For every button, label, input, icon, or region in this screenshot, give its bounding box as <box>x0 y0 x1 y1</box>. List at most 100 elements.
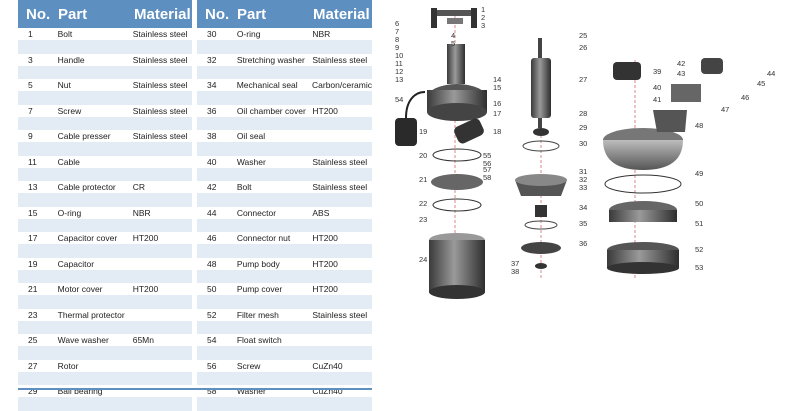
row-band <box>18 116 192 130</box>
capacitor-part <box>454 118 484 144</box>
callout-17: 17 <box>493 109 501 118</box>
callout-19: 19 <box>419 127 427 136</box>
part-material: Stainless steel <box>312 182 368 192</box>
part-number: 44 <box>207 207 217 218</box>
callout-40: 40 <box>653 83 661 92</box>
callout-6: 6 <box>395 19 399 28</box>
callout-22: 22 <box>419 199 427 208</box>
callout-31: 31 <box>579 167 587 176</box>
callout-10: 10 <box>395 51 403 60</box>
part-name: Handle <box>57 54 85 65</box>
part-name: Cable protector <box>57 182 116 192</box>
table-header: No. Part Material <box>18 0 192 28</box>
row-band <box>18 142 192 156</box>
callout-5: 5 <box>451 39 455 48</box>
callout-54: 54 <box>395 95 403 104</box>
row-band <box>197 167 372 181</box>
part-number: 19 <box>28 258 38 269</box>
part-number: 48 <box>207 258 217 269</box>
callout-52: 52 <box>695 245 703 254</box>
row-band <box>18 269 192 283</box>
callout-41: 41 <box>653 95 661 104</box>
header-no: No. <box>26 5 51 23</box>
row-band <box>18 397 192 411</box>
callout-16: 16 <box>493 99 501 108</box>
part-material: NBR <box>312 29 331 39</box>
washer-part <box>535 263 547 269</box>
part-name: Mechanical seal <box>236 80 298 90</box>
part-number: 40 <box>207 156 217 167</box>
callout-25: 25 <box>579 31 587 40</box>
row-band <box>18 244 192 258</box>
callout-56: 56 <box>483 159 491 168</box>
oil-chamber-cover-part <box>515 174 567 196</box>
part-number: 52 <box>207 309 217 320</box>
connector-nut-part <box>671 84 701 102</box>
row-band <box>18 320 192 334</box>
part-name: Motor cover <box>57 284 103 294</box>
row-band <box>18 65 192 79</box>
part-material: Stainless steel <box>132 80 188 90</box>
rotor-part <box>531 38 551 128</box>
callout-21: 21 <box>419 175 427 184</box>
part-name: Oil seal <box>236 131 266 141</box>
part-number: 30 <box>207 29 217 39</box>
callout-49: 49 <box>695 169 703 178</box>
o-ring-part <box>432 148 482 162</box>
callout-29: 29 <box>579 123 587 132</box>
part-material: HT200 <box>312 233 338 243</box>
callout-24: 24 <box>419 255 427 264</box>
row-band <box>18 295 192 309</box>
row-band <box>197 371 372 385</box>
part-number: 42 <box>207 182 217 192</box>
connector-part <box>701 58 723 74</box>
row-band <box>197 91 372 105</box>
part-material: 65Mn <box>132 335 154 345</box>
part-number: 58 <box>207 386 217 396</box>
part-number: 50 <box>207 284 217 294</box>
part-name: Bolt <box>236 182 252 192</box>
callout-44: 44 <box>767 69 775 78</box>
part-name: Bolt <box>57 29 73 39</box>
callout-43: 43 <box>677 69 685 78</box>
part-name: Oil chamber cover <box>236 105 306 116</box>
part-name: Connector nut <box>236 233 291 243</box>
row-band <box>197 269 372 283</box>
callout-53: 53 <box>695 263 703 272</box>
callout-38: 38 <box>511 267 519 276</box>
header-part: Part <box>58 5 88 23</box>
callout-1: 1 <box>481 5 485 14</box>
part-material: HT200 <box>312 105 338 116</box>
filter-mesh-part <box>607 242 679 274</box>
part-number: 36 <box>207 105 217 116</box>
part-material: HT200 <box>132 233 159 243</box>
stator-housing-part <box>429 233 485 299</box>
part-name: Ball bearing <box>57 386 103 396</box>
part-material: Stainless steel <box>312 309 368 320</box>
header-part: Part <box>237 5 267 23</box>
part-material: Stainless steel <box>312 54 368 65</box>
ball-bearing-part <box>533 128 549 136</box>
callout-28: 28 <box>579 109 587 118</box>
part-name: Connector <box>236 207 277 218</box>
callout-39: 39 <box>653 67 661 76</box>
callout-48: 48 <box>695 121 703 130</box>
part-name: Cable <box>57 156 80 167</box>
part-name: Float switch <box>236 335 282 345</box>
part-name: Capacitor cover <box>57 233 118 243</box>
